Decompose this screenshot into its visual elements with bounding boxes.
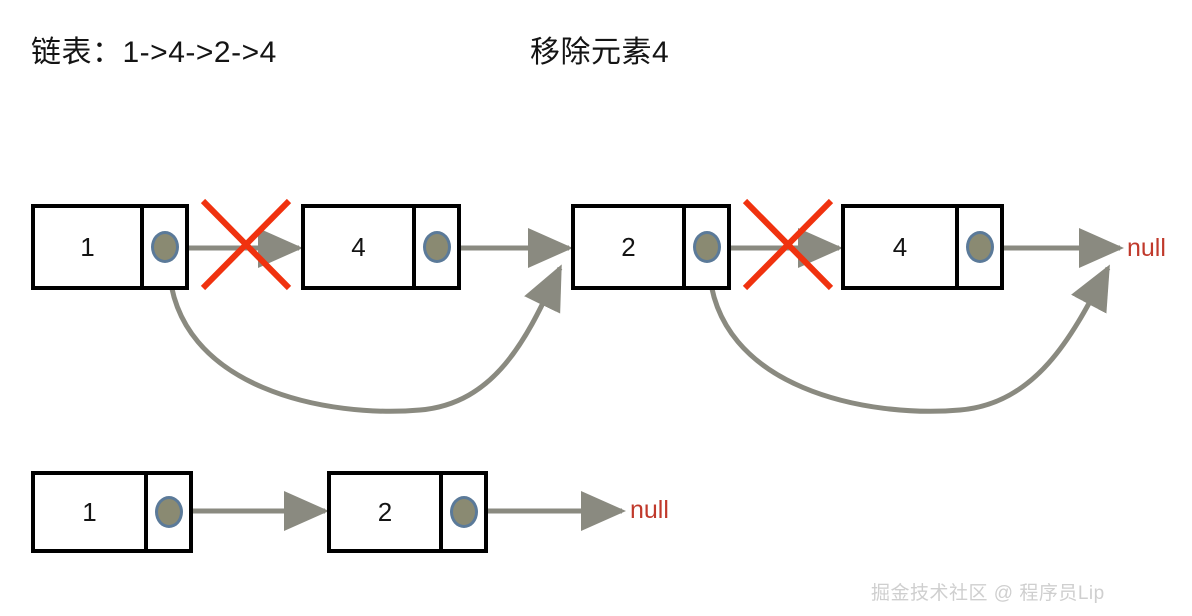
top-node-2[interactable]: 2	[571, 204, 731, 290]
page-title-operation: 移除元素4	[530, 36, 670, 69]
top-node-4-second-value: 4	[845, 208, 959, 286]
result-node-1-next-cell	[148, 475, 189, 549]
top-node-2-next-cell	[686, 208, 727, 286]
top-node-2-value: 2	[575, 208, 686, 286]
top-node-4-first-next-cell	[416, 208, 457, 286]
top-node-4-first[interactable]: 4	[301, 204, 461, 290]
pointer-dot-icon	[150, 231, 179, 263]
result-node-2[interactable]: 2	[327, 471, 488, 553]
pointer-dot-icon	[965, 231, 994, 263]
cross-mark-link-1-to-4	[200, 198, 292, 291]
result-node-1[interactable]: 1	[31, 471, 193, 553]
watermark-text: 掘金技术社区 @ 程序员Lip	[871, 583, 1105, 604]
result-node-2-next-cell	[443, 475, 484, 549]
top-node-1-next-cell	[144, 208, 185, 286]
top-node-4-second-next-cell	[959, 208, 1000, 286]
result-node-2-value: 2	[331, 475, 443, 549]
pointer-dot-icon	[154, 496, 183, 528]
top-node-1[interactable]: 1	[31, 204, 189, 290]
curved-arrow-node2-to-null	[689, 229, 1111, 414]
curved-arrow-node1-to-node2	[149, 229, 563, 414]
result-node-1-value: 1	[35, 475, 148, 549]
cross-mark-link-2-to-4	[742, 198, 834, 291]
pointer-dot-icon	[422, 231, 451, 263]
pointer-dot-icon	[449, 496, 478, 528]
result-null-label: null	[630, 496, 669, 524]
pointer-dot-icon	[692, 231, 721, 263]
top-node-4-first-value: 4	[305, 208, 416, 286]
page-title-linked-list: 链表：1->4->2->4	[31, 36, 277, 69]
top-null-label: null	[1127, 234, 1166, 262]
top-node-4-second[interactable]: 4	[841, 204, 1004, 290]
top-node-1-value: 1	[35, 208, 144, 286]
